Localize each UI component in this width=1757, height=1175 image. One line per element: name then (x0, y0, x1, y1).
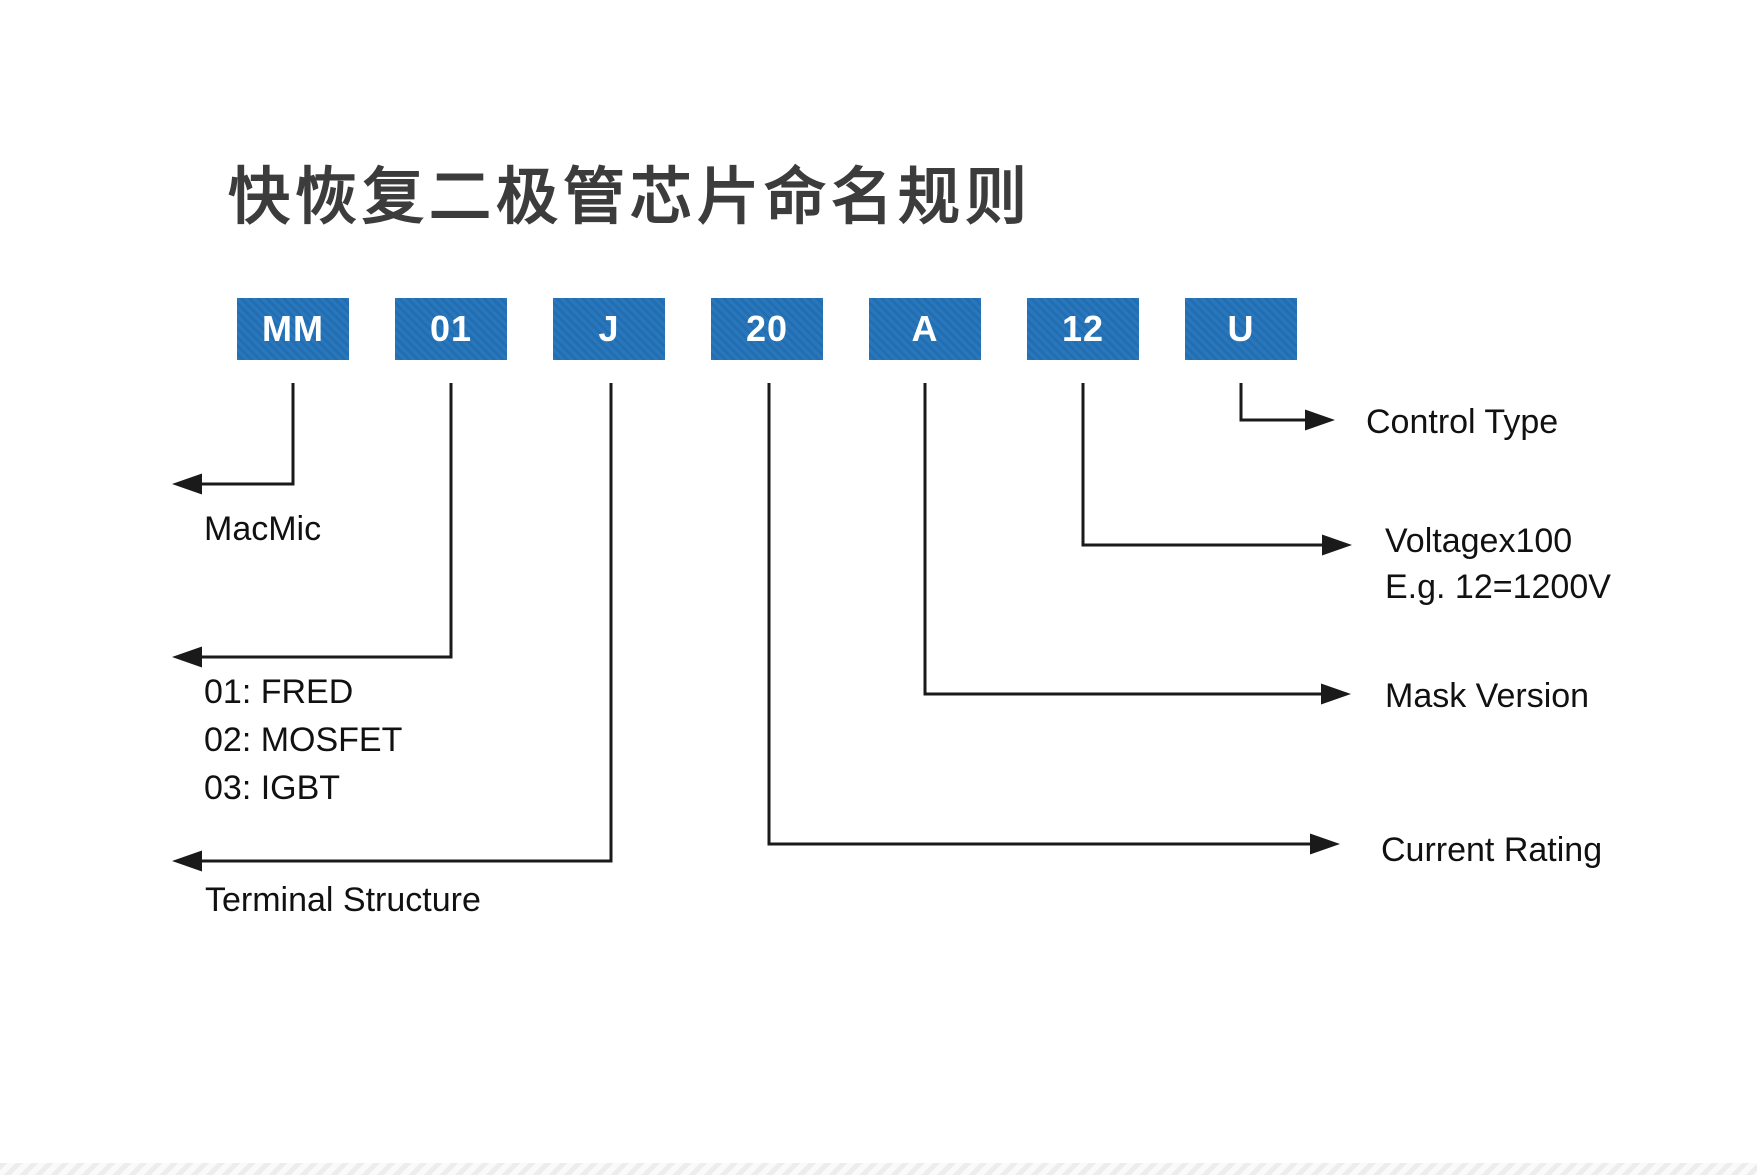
label-type-option-igbt: 03: IGBT (204, 769, 341, 807)
label-manufacturer: MacMic (204, 510, 322, 548)
label-voltage-rule: Voltagex100 (1385, 522, 1573, 560)
label-type-option-fred: 01: FRED (204, 673, 354, 711)
label-control-type: Control Type (1366, 403, 1559, 441)
segment-box-voltage: 12 (1027, 298, 1139, 360)
segment-box-mask: A (869, 298, 981, 360)
segment-box-control: U (1185, 298, 1297, 360)
label-mask-version: Mask Version (1385, 677, 1590, 715)
connector-current (767, 383, 1340, 855)
segment-box-device-type: 01 (395, 298, 507, 360)
label-device-type-options: 01: FRED 02: MOSFET 03: IGBT (204, 668, 402, 812)
label-voltage-example: E.g. 12=1200V (1385, 568, 1611, 606)
segment-box-terminal: J (553, 298, 665, 360)
connector-mask (923, 383, 1351, 705)
connector-voltage (1081, 383, 1352, 556)
connector-device-type (172, 383, 453, 668)
segment-box-current: 20 (711, 298, 823, 360)
bottom-edge-artifact-strip (0, 1163, 1757, 1175)
label-type-option-mosfet: 02: MOSFET (204, 721, 403, 759)
label-voltage: Voltagex100 E.g. 12=1200V (1385, 518, 1611, 610)
page-title: 快恢复二极管芯片命名规则 (228, 163, 1033, 232)
connector-control (1239, 383, 1335, 431)
label-terminal-structure: Terminal Structure (205, 881, 481, 919)
connector-terminal (172, 383, 613, 872)
connector-manufacturer (172, 383, 295, 495)
segment-box-manufacturer: MM (237, 298, 349, 360)
label-current-rating: Current Rating (1381, 831, 1603, 869)
